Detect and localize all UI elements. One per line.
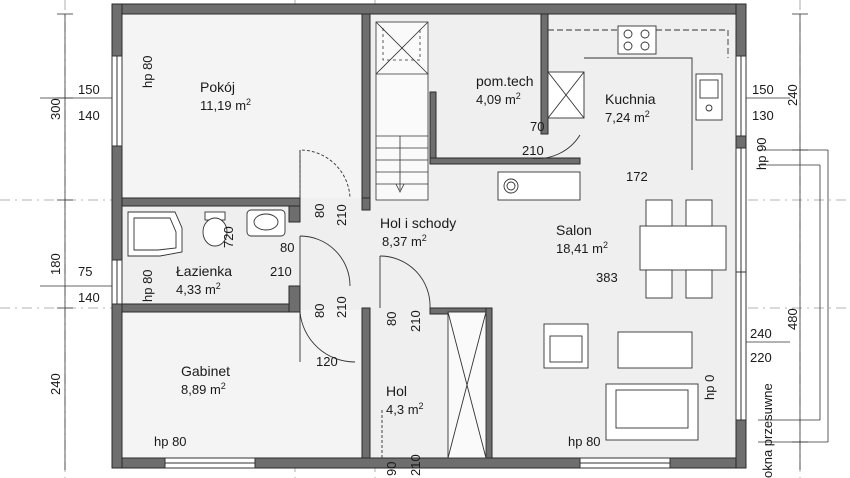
dim-win-salon-top: 240 — [750, 326, 772, 341]
room-name-hol: Hol — [386, 383, 407, 399]
dim-door-80-hol: 80 — [384, 312, 399, 326]
dim-win-salon-bottom: 220 — [750, 350, 772, 365]
dim-left-240: 240 — [48, 373, 63, 395]
doors — [299, 134, 581, 458]
svg-text:7,24 m2: 7,24 m2 — [605, 109, 650, 125]
dim-win-kuchnia-bottom: 130 — [752, 108, 774, 123]
living-furniture — [447, 311, 699, 459]
label-hp0-salon: hp 0 — [702, 375, 717, 400]
dim-win-pokoj-bottom: 140 — [78, 108, 100, 123]
room-unit-sup-pokoj: 2 — [246, 97, 251, 107]
dimension-labels: 300 180 240 150 140 75 140 240 480 150 1… — [48, 55, 800, 478]
dim-left-180: 180 — [48, 253, 63, 275]
room-name-gabinet: Gabinet — [181, 363, 230, 379]
windows — [111, 55, 747, 469]
room-area-hol-i-schody: 8,37 — [382, 234, 407, 249]
dim-120: 120 — [316, 354, 338, 369]
room-unit-sup-hol: 2 — [419, 401, 424, 411]
label-hp80-gabinet: hp 80 — [154, 434, 187, 449]
dim-left-300: 300 — [48, 98, 63, 120]
dim-door-210-pokoj: 210 — [334, 204, 349, 226]
label-hp80-lazienka: hp 80 — [140, 269, 155, 302]
svg-text:8,89 m2: 8,89 m2 — [181, 381, 226, 397]
room-area-salon: 18,41 — [556, 241, 589, 256]
svg-text:8,37 m2: 8,37 m2 — [382, 233, 427, 249]
svg-text:18,41 m2: 18,41 m2 — [556, 240, 608, 256]
label-hp80-salon: hp 80 — [568, 434, 601, 449]
room-unit-sup-lazienka: 2 — [216, 281, 221, 291]
room-unit-hol: m — [408, 402, 419, 417]
dim-383: 383 — [596, 270, 618, 285]
room-area-hol: 4,3 — [386, 402, 404, 417]
staircase — [375, 21, 429, 201]
room-unit-sup-salon: 2 — [603, 240, 608, 250]
dim-door-80-gab: 80 — [312, 304, 327, 318]
room-unit-pokoj: m — [235, 98, 246, 113]
room-name-pokoj: Pokój — [200, 79, 235, 95]
dim-win-lazienka-bottom: 140 — [78, 290, 100, 305]
kitchen-fixtures — [497, 25, 729, 201]
dim-door-80-laz: 80 — [280, 240, 294, 255]
room-unit-hol-i-schody: m — [411, 234, 422, 249]
room-unit-sup-gabinet: 2 — [221, 381, 226, 391]
dim-door-210-laz: 210 — [270, 264, 292, 279]
room-name-pomtech: pom.tech — [476, 73, 534, 89]
bathroom-fixtures — [127, 209, 286, 257]
room-area-pomtech: 4,09 — [476, 92, 501, 107]
room-area-lazienka: 4,33 — [176, 282, 201, 297]
dim-door-210-hol: 210 — [408, 310, 423, 332]
dim-door-80-pokoj: 80 — [312, 204, 327, 218]
svg-text:4,09 m2: 4,09 m2 — [476, 91, 521, 107]
room-unit-salon: m — [592, 241, 603, 256]
room-area-gabinet: 8,89 — [181, 382, 206, 397]
dim-door-70: 70 — [530, 119, 544, 134]
room-unit-sup-pomtech: 2 — [516, 91, 521, 101]
svg-text:4,3 m2: 4,3 m2 — [386, 401, 424, 417]
dim-right-480: 480 — [785, 308, 800, 330]
room-name-kuchnia: Kuchnia — [605, 91, 656, 107]
room-area-kuchnia: 7,24 — [605, 110, 630, 125]
room-name-salon: Salon — [556, 222, 592, 238]
dim-door-210-gab: 210 — [334, 296, 349, 318]
dim-door-720: 720 — [221, 226, 236, 248]
room-name-hol-i-schody: Hol i schody — [380, 215, 456, 231]
room-unit-kuchnia: m — [634, 110, 645, 125]
label-okna-przesuwne: okna przesuwne — [760, 383, 775, 478]
room-unit-gabinet: m — [210, 382, 221, 397]
room-unit-pomtech: m — [505, 92, 516, 107]
room-unit-sup-hol-i-schody: 2 — [422, 233, 427, 243]
dim-win-lazienka-top: 75 — [78, 264, 92, 279]
dim-door-210-tech: 210 — [522, 143, 544, 158]
dim-door-90-entry: 90 — [384, 462, 399, 476]
room-area-pokoj: 11,19 — [200, 98, 232, 113]
room-labels: Pokój 11,19 m2 pom.tech 4,09 m2 Kuchnia … — [176, 73, 656, 417]
label-hp90-kuchnia: hp 90 — [754, 137, 769, 170]
dining-set — [639, 199, 727, 299]
dim-door-210-entry: 210 — [408, 454, 423, 476]
room-unit-lazienka: m — [205, 282, 216, 297]
label-hp80-pokoj: hp 80 — [140, 55, 155, 88]
room-unit-sup-kuchnia: 2 — [645, 109, 650, 119]
svg-text:4,33 m2: 4,33 m2 — [176, 281, 221, 297]
svg-text:11,19 m2: 11,19 m2 — [200, 97, 251, 113]
room-name-lazienka: Łazienka — [176, 263, 232, 279]
dim-win-pokoj-top: 150 — [78, 82, 100, 97]
dim-win-kuchnia-top: 150 — [752, 82, 774, 97]
dim-right-240: 240 — [785, 84, 800, 106]
dim-172: 172 — [626, 169, 648, 184]
